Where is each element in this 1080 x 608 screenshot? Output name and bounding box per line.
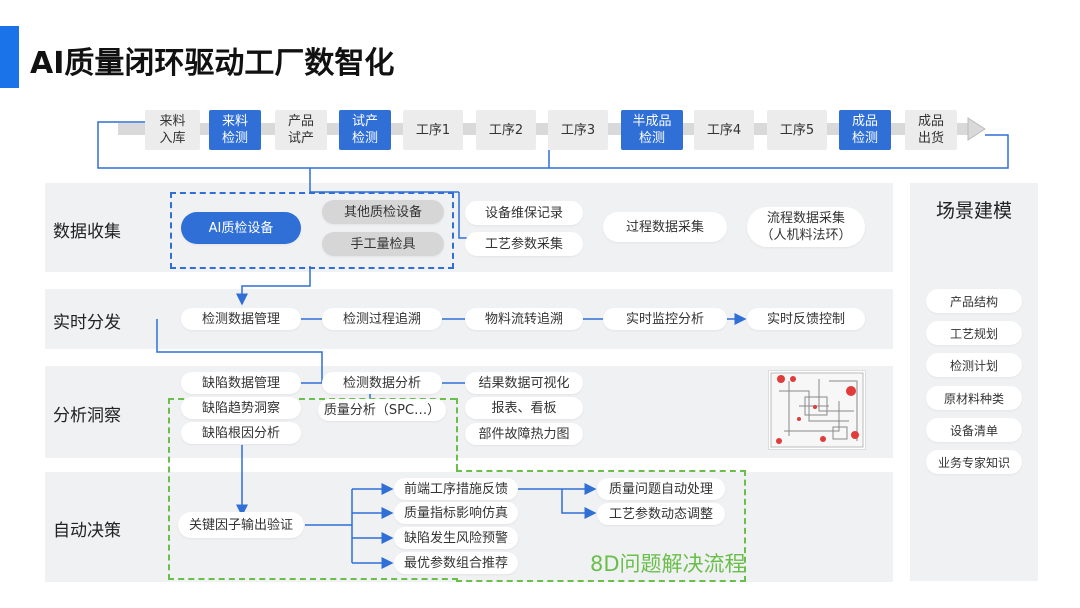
8d-loop-frame-top <box>168 398 456 400</box>
maintenance-record: 设备维保记录 <box>465 201 583 225</box>
scenario-item-3: 检测计划 <box>926 353 1022 377</box>
title-accent-bar <box>0 26 19 88</box>
process-step-5: 工序1 <box>403 110 463 150</box>
other-inspection-device: 其他质检设备 <box>322 200 444 224</box>
scenario-item-1: 产品结构 <box>926 289 1022 313</box>
scenario-item-4: 原材料种类 <box>926 386 1022 410</box>
defect-data-management: 缺陷数据管理 <box>181 372 301 394</box>
defect-trend-insight: 缺陷趋势洞察 <box>181 397 301 419</box>
distribution-item-3: 物料流转追溯 <box>465 308 583 330</box>
process-step-2: 来料 检测 <box>209 110 261 150</box>
key-factor-validation: 关键因子输出验证 <box>178 512 304 538</box>
decision-branch-1: 前端工序措施反馈 <box>394 478 518 500</box>
result-visualization: 结果数据可视化 <box>465 372 583 394</box>
band-label-decision: 自动决策 <box>53 521 121 541</box>
process-step-7: 工序3 <box>548 110 608 150</box>
8d-loop-frame-right <box>456 470 746 582</box>
process-step-9: 工序4 <box>694 110 754 150</box>
8d-loop-label: 8D问题解决流程 <box>590 552 746 576</box>
decision-branch-3: 缺陷发生风险预警 <box>394 527 518 549</box>
process-step-8: 半成品 检测 <box>621 110 683 150</box>
scenario-item-2: 工艺规划 <box>926 321 1022 345</box>
process-step-12: 成品 出货 <box>905 110 957 150</box>
flow-data-collection: 流程数据采集 （人机料法环） <box>747 207 865 247</box>
8d-loop-frame-step <box>456 398 458 470</box>
8d-loop-frame-left <box>168 398 458 580</box>
page-title: AI质量闭环驱动工厂数智化 <box>30 46 395 81</box>
auto-quality-handling: 质量问题自动处理 <box>597 478 725 500</box>
scenario-item-6: 业务专家知识 <box>926 450 1022 474</box>
distribution-item-2: 检测过程追溯 <box>322 308 442 330</box>
process-data-collection: 过程数据采集 <box>603 212 727 242</box>
band-label-distribution: 实时分发 <box>53 313 121 333</box>
band-label-insight: 分析洞察 <box>53 406 121 426</box>
process-step-1: 来料 入库 <box>145 110 200 150</box>
process-step-11: 成品 检测 <box>839 110 891 150</box>
decision-branch-4: 最优参数组合推荐 <box>394 552 518 574</box>
pcb-heatmap-image <box>768 370 866 450</box>
ai-inspection-device: AI质检设备 <box>181 212 301 244</box>
defect-root-cause: 缺陷根因分析 <box>181 422 301 444</box>
inspection-device-frame <box>170 192 454 269</box>
process-step-10: 工序5 <box>767 110 827 150</box>
distribution-item-5: 实时反馈控制 <box>747 308 865 330</box>
process-step-3: 产品 试产 <box>275 110 327 150</box>
scenario-item-5: 设备清单 <box>926 418 1022 442</box>
distribution-item-4: 实时监控分析 <box>603 308 727 330</box>
manual-measuring-tool: 手工量检具 <box>322 232 444 256</box>
process-step-6: 工序2 <box>476 110 536 150</box>
decision-branch-2: 质量指标影响仿真 <box>394 502 518 524</box>
band-label-data-collection: 数据收集 <box>53 222 121 242</box>
reports-dashboards: 报表、看板 <box>465 397 583 419</box>
scenario-modeling-title: 场景建模 <box>935 200 1012 222</box>
inspection-data-analysis: 检测数据分析 <box>322 372 442 394</box>
dynamic-param-adjust: 工艺参数动态调整 <box>597 503 725 525</box>
scenario-modeling-panel <box>910 183 1038 581</box>
distribution-item-1: 检测数据管理 <box>181 308 301 330</box>
process-param-collection: 工艺参数采集 <box>465 232 583 256</box>
quality-spc-analysis: 质量分析（SPC…） <box>318 399 446 421</box>
component-fault-heatmap: 部件故障热力图 <box>465 423 583 445</box>
process-step-4: 试产 检测 <box>339 110 391 150</box>
